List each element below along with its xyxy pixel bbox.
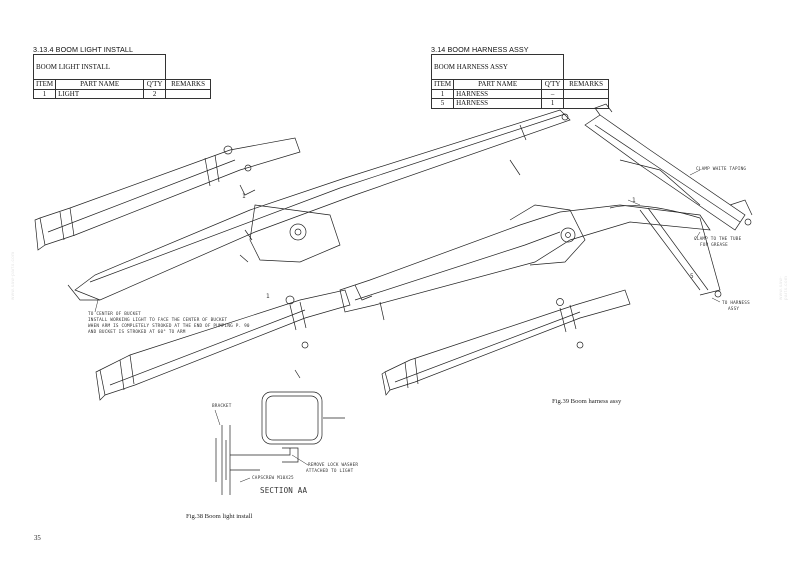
boom-upper-left bbox=[35, 138, 300, 250]
section-aa-detail bbox=[216, 392, 345, 495]
cell-remarks bbox=[165, 88, 211, 99]
note-install-1: INSTALL WORKING LIGHT TO FACE THE CENTER… bbox=[88, 318, 228, 323]
figure-caption-38: Fig.38 Boom light install bbox=[186, 513, 253, 520]
note-clamp-tube-1: CLAMP TO THE TUBE bbox=[694, 237, 742, 242]
cell-qty: 2 bbox=[143, 88, 167, 99]
callout-number: 1 bbox=[242, 193, 246, 200]
callout-number: 1 bbox=[632, 197, 636, 204]
boom-lower-left bbox=[96, 290, 350, 400]
note-install-2: WHEN ARM IS COMPLETELY STROKED AT THE EN… bbox=[88, 324, 250, 329]
section-label: SECTION AA bbox=[260, 486, 308, 495]
note-to-center: TO CENTER OF BUCKET bbox=[88, 312, 141, 317]
cell-item: 5 bbox=[430, 98, 455, 109]
table-row: 1 LIGHT 2 bbox=[32, 88, 211, 99]
watermark-left: www.saw-parts.com bbox=[10, 251, 15, 300]
note-clamp-tube-2: FOR GREASE bbox=[700, 243, 728, 248]
note-clamp-taping: CLAMP WHITE TAPING bbox=[696, 167, 747, 172]
note-capscrew: CAPSCREW M10X25 bbox=[252, 476, 294, 481]
watermark-right: www.saw-parts.com bbox=[778, 275, 788, 300]
note-bracket: BRACKET bbox=[212, 404, 232, 409]
table-title-spacer bbox=[563, 54, 609, 80]
boom-harness-parts-table: BOOM HARNESS ASSY ITEM PART NAME Q'TY RE… bbox=[430, 54, 609, 109]
table-title: BOOM LIGHT INSTALL bbox=[32, 54, 166, 80]
figure-caption-39: Fig.39 Boom harness assy bbox=[552, 398, 622, 405]
boom-lower-right bbox=[382, 290, 630, 395]
note-to-harness-1: TO HARNESS bbox=[722, 301, 750, 306]
callout-number: 1 bbox=[266, 293, 270, 300]
arm-right-upper bbox=[585, 104, 752, 230]
arm-left-long bbox=[68, 110, 570, 300]
cell-remarks bbox=[563, 98, 609, 109]
note-remove-1: REMOVE LOCK WASHER bbox=[308, 463, 359, 468]
section-heading-boom-light: 3.13.4 BOOM LIGHT INSTALL bbox=[33, 45, 134, 54]
callout-number: 5 bbox=[690, 273, 694, 280]
boom-main-right bbox=[340, 205, 721, 320]
boom-light-parts-table: BOOM LIGHT INSTALL ITEM PART NAME Q'TY R… bbox=[32, 54, 211, 99]
note-install-3: AND BUCKET IS STROKED AT 60° TO ARM bbox=[88, 330, 186, 335]
table-row: 5 HARNESS 1 bbox=[430, 98, 609, 109]
cell-item: 1 bbox=[32, 88, 57, 99]
table-row: 1 HARNESS – bbox=[430, 88, 609, 99]
table-title: BOOM HARNESS ASSY bbox=[430, 54, 564, 80]
note-to-harness-2: ASSY bbox=[728, 307, 740, 312]
note-remove-2: ATTACHED TO LIGHT bbox=[306, 469, 354, 474]
table-title-spacer bbox=[165, 54, 211, 80]
cell-qty: 1 bbox=[541, 98, 565, 109]
page-number: 35 bbox=[34, 535, 41, 542]
section-heading-boom-harness: 3.14 BOOM HARNESS ASSY bbox=[431, 45, 529, 54]
leader-lines bbox=[95, 170, 720, 482]
